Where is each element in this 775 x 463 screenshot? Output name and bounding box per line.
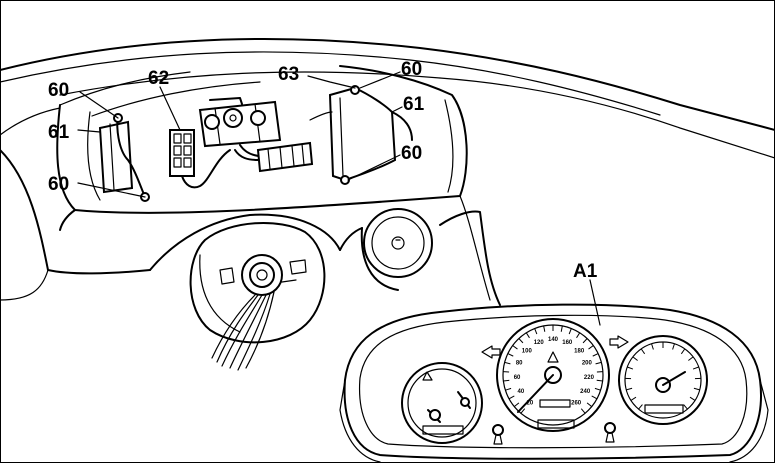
speedometer-number: 60 [514, 375, 521, 381]
speedometer-number: 160 [562, 340, 573, 346]
speedometer-tick [595, 361, 602, 365]
module-63 [234, 141, 314, 173]
speedometer-tick [520, 408, 526, 414]
speedometer-tick [525, 332, 530, 339]
tachometer-tick [689, 396, 696, 401]
steering-column [189, 222, 326, 344]
speedometer-tick [580, 408, 586, 414]
right-module-bracket [309, 85, 413, 185]
callout-60-left: 60 [48, 174, 69, 195]
callout-60-top-left: 60 [48, 80, 69, 101]
speedometer-tick [505, 387, 512, 391]
center-bracket [198, 97, 291, 158]
connector-62 [169, 129, 231, 189]
tachometer-tick [638, 404, 643, 410]
speedometer-number: 80 [516, 361, 523, 367]
tachometer-tick [688, 356, 694, 361]
tachometer-tick [683, 404, 688, 410]
speedometer-number: 140 [548, 337, 559, 343]
tachometer-ticks [625, 342, 701, 410]
speedometer-tick [588, 345, 594, 350]
dashboard-lower-left [0, 149, 501, 306]
callout-a1: A1 [573, 261, 598, 282]
callout-61-right: 61 [403, 94, 425, 115]
speedometer-number: 240 [580, 389, 591, 395]
callout-60-right: 60 [401, 143, 422, 164]
tachometer-tick [651, 343, 654, 350]
tachometer-tick [640, 348, 646, 355]
left-module-bracket [98, 113, 150, 202]
speedometer-tick [576, 332, 581, 339]
speedometer-number: 100 [522, 348, 533, 354]
tachometer-tick [627, 366, 634, 370]
tachometer-tick [692, 366, 699, 370]
tachometer-tick [632, 356, 638, 361]
tachometer-tick [630, 396, 637, 401]
speedometer-tick [592, 353, 599, 357]
speedometer-tick [582, 338, 588, 344]
speedometer-number: 260 [571, 401, 582, 407]
callout-60-top-right: 60 [401, 59, 422, 80]
dashboard-top-surface [0, 38, 775, 159]
callout-63: 63 [278, 64, 299, 85]
speedometer-tick [508, 395, 515, 400]
speedometer-tick [518, 338, 524, 344]
speedometer-number: 40 [517, 389, 524, 395]
dashboard-cavity [56, 65, 468, 231]
speedometer-number: 220 [584, 375, 595, 381]
speedometer-tick [513, 402, 520, 408]
tachometer-tick [626, 387, 633, 391]
speedometer-tick [594, 387, 601, 391]
speedometer-number: 120 [534, 340, 545, 346]
callout-62: 62 [148, 68, 169, 89]
speedometer-tick [596, 379, 603, 382]
ignition-switch [360, 208, 433, 291]
speedometer-number: 180 [574, 348, 585, 354]
tachometer-tick [672, 343, 675, 350]
speedometer-tick [543, 325, 546, 332]
tachometer-tick [693, 387, 700, 391]
tachometer-tick [680, 348, 686, 355]
callout-61-left: 61 [48, 122, 70, 143]
speedometer-tick [560, 325, 563, 332]
speedometer-tick [503, 379, 510, 382]
speedometer-ticks [503, 325, 603, 414]
speedometer-tick [568, 328, 572, 335]
speedometer-number: 20 [527, 401, 534, 407]
speedometer-tick [504, 361, 511, 365]
speedometer-tick [591, 395, 598, 400]
speedometer-tick [507, 353, 514, 357]
steering-wiring-harness [211, 291, 275, 371]
speedometer-tick [534, 328, 538, 335]
leader-lines [77, 71, 601, 326]
speedometer-tick [512, 345, 518, 350]
speedometer-number: 200 [582, 361, 593, 367]
speedometer-tick [586, 402, 593, 408]
